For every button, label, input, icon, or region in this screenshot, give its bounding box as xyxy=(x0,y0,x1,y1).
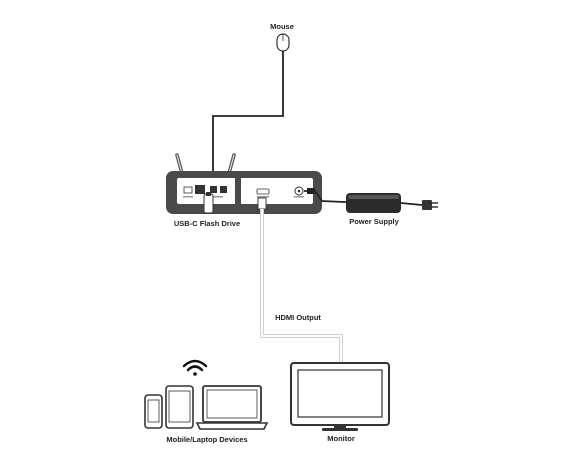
wireless-presentation-device xyxy=(166,171,322,214)
mouse-label: Mouse xyxy=(270,22,294,31)
dc-plug xyxy=(307,188,315,194)
tablet-icon xyxy=(165,385,194,429)
monitor-icon xyxy=(290,362,390,431)
monitor-label: Monitor xyxy=(327,434,355,443)
power-supply-label: Power Supply xyxy=(349,217,399,226)
plug-icon xyxy=(422,200,438,210)
wifi-icon xyxy=(182,359,208,376)
mouse-icon xyxy=(276,33,290,52)
hdmi-output-label: HDMI Output xyxy=(275,313,321,322)
flash-drive-icon xyxy=(203,192,214,214)
power-ac-cable xyxy=(400,202,423,206)
phone-icon xyxy=(144,394,163,429)
usb-flash-drive-label: USB-C Flash Drive xyxy=(174,219,240,228)
laptop-icon xyxy=(195,385,269,430)
hdmi-cable xyxy=(260,209,343,364)
power-adapter-icon xyxy=(346,193,401,213)
hdmi-connector xyxy=(257,197,267,210)
mobile-laptop-devices-label: Mobile/Laptop Devices xyxy=(166,435,247,444)
mouse-cable xyxy=(212,51,284,188)
